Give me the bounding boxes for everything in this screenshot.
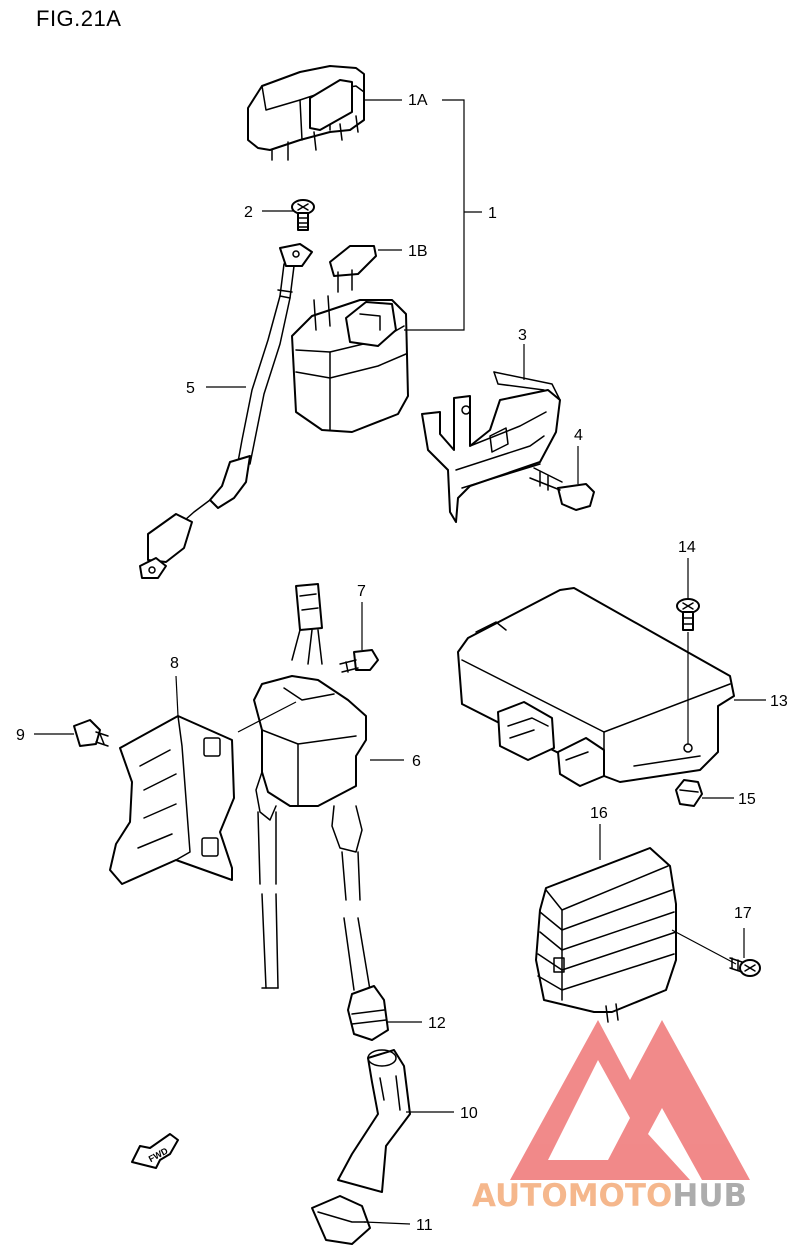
watermark-logo: AUTOMOTOHUB — [472, 1020, 750, 1214]
boot-10 — [337, 1049, 411, 1193]
bracket-8 — [109, 715, 235, 885]
relay-cover-1a — [247, 65, 365, 161]
screw-17 — [729, 957, 761, 977]
callout-12: 12 — [428, 1015, 446, 1032]
spark-plug-cap-12 — [347, 985, 389, 1041]
regulator-rectifier-16 — [535, 847, 677, 1023]
callout-7: 7 — [357, 583, 366, 600]
callout-10: 10 — [460, 1105, 478, 1122]
callout-3: 3 — [518, 327, 527, 344]
screw-2 — [291, 199, 315, 231]
callout-1a: 1A — [408, 92, 428, 109]
bolt-4 — [529, 467, 595, 511]
callout-8: 8 — [170, 655, 179, 672]
igniter-unit-13 — [457, 587, 735, 787]
starter-relay-1 — [291, 295, 409, 433]
screw-14 — [676, 598, 700, 631]
callout-6: 6 — [412, 753, 421, 770]
leader-lines — [34, 99, 766, 1225]
watermark-text-hub: HUB — [672, 1178, 747, 1214]
figure-title: FIG.21A — [36, 6, 122, 31]
callout-1b: 1B — [408, 243, 428, 260]
cap-11 — [311, 1195, 371, 1245]
ignition-coil-6 — [253, 583, 371, 991]
svg-text:AUTOMOTOHUB: AUTOMOTOHUB — [472, 1178, 747, 1214]
watermark-text-automoto: AUTOMOTO — [472, 1178, 672, 1214]
callout-16: 16 — [590, 805, 608, 822]
callout-5: 5 — [186, 380, 195, 397]
callout-2: 2 — [244, 204, 253, 221]
callout-15: 15 — [738, 791, 756, 808]
bolt-7 — [339, 649, 379, 673]
callout-1: 1 — [488, 205, 497, 222]
callout-4: 4 — [574, 427, 583, 444]
relay-bracket-3 — [421, 371, 561, 523]
callout-17: 17 — [734, 905, 752, 922]
fwd-arrow: FWD — [131, 1133, 179, 1169]
callout-13: 13 — [770, 693, 788, 710]
callout-14: 14 — [678, 539, 696, 556]
callout-11: 11 — [416, 1217, 433, 1234]
nut-15 — [675, 779, 703, 807]
fuse-1b — [329, 245, 377, 293]
battery-cable-5 — [139, 243, 313, 579]
automotohub-logo-icon — [510, 1020, 750, 1180]
callout-9: 9 — [16, 727, 25, 744]
callout-labels: 1A 1 1B 2 3 4 5 6 7 8 9 10 11 12 13 14 1… — [16, 92, 788, 1234]
bolt-9 — [73, 719, 109, 747]
